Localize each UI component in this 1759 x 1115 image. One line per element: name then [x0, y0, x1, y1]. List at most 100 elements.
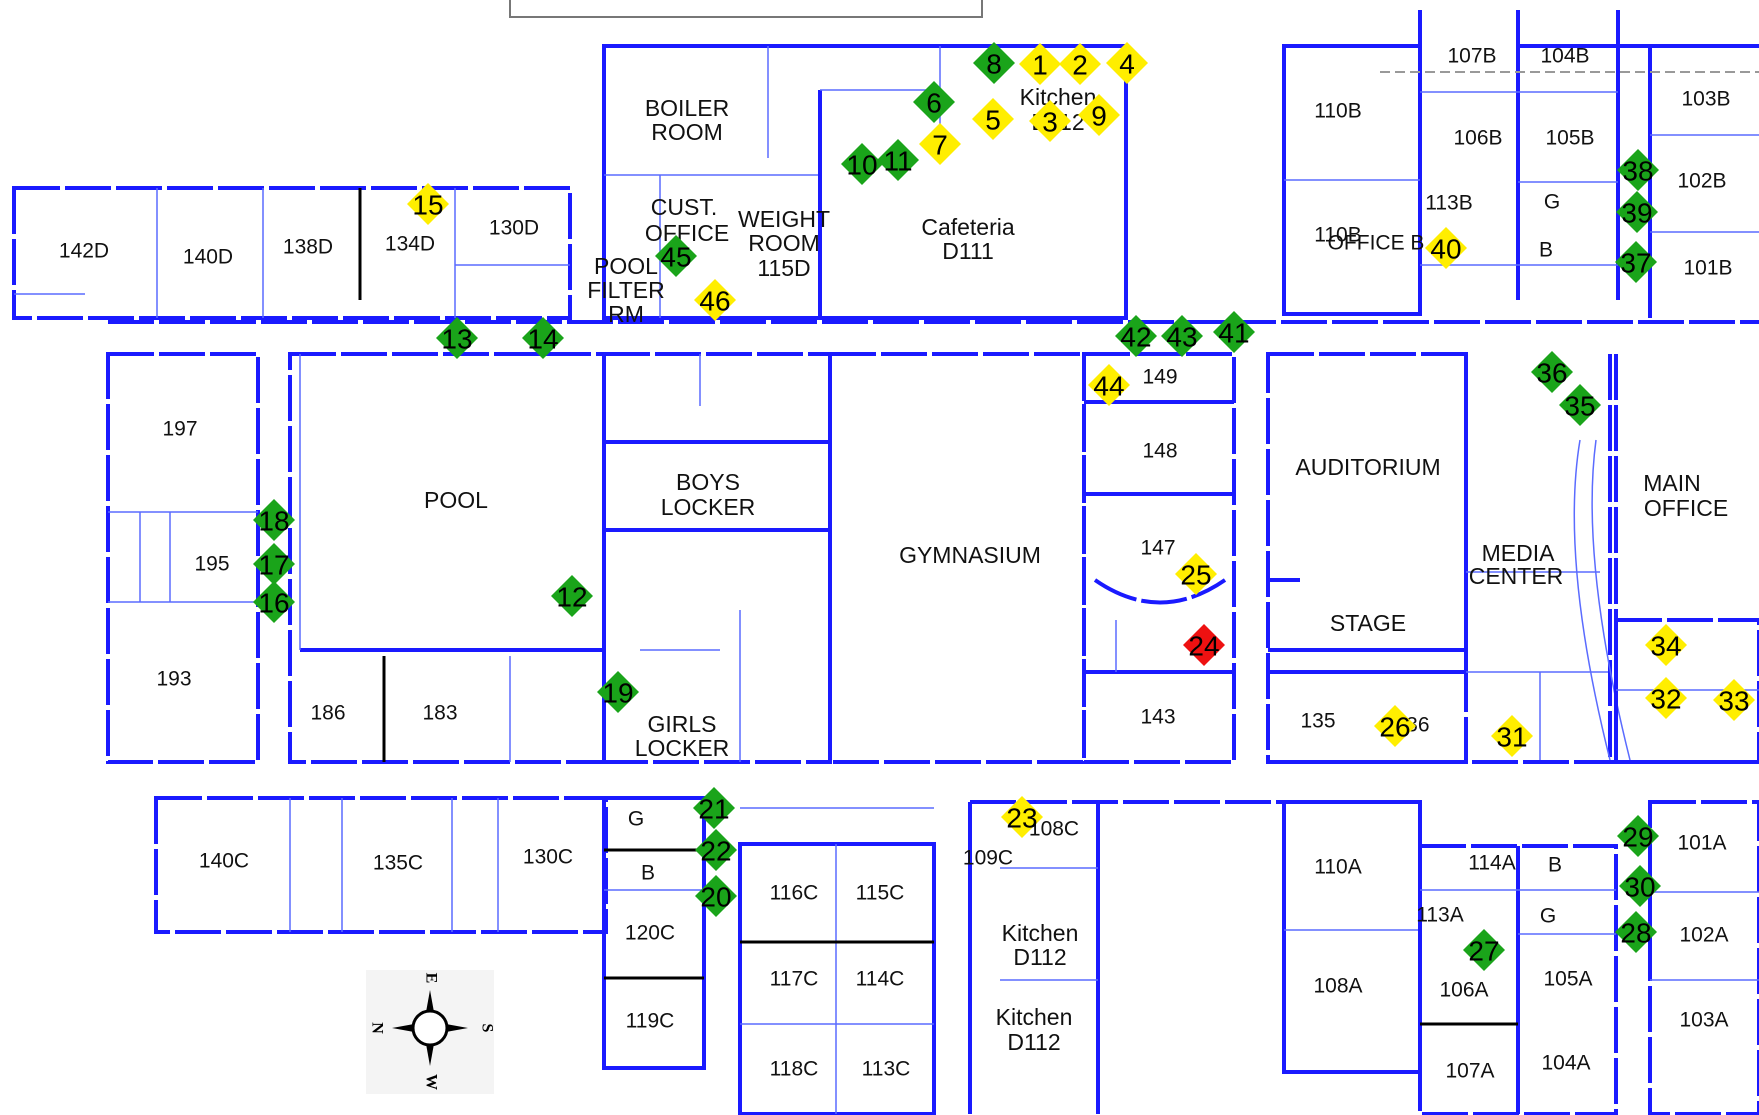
sensor-marker-8[interactable]: 8 — [973, 42, 1015, 84]
sensor-marker-26[interactable]: 26 — [1374, 705, 1416, 747]
room-label-gym: GYMNASIUM — [899, 542, 1041, 568]
sensor-marker-25[interactable]: 25 — [1175, 553, 1217, 595]
sensor-marker-9[interactable]: 9 — [1078, 94, 1120, 136]
room-label-140c: 140C — [199, 850, 249, 873]
room-label-caf2: D111 — [942, 238, 994, 264]
marker-number: 10 — [846, 150, 877, 181]
sensor-marker-13[interactable]: 13 — [436, 317, 478, 359]
sensor-marker-4[interactable]: 4 — [1106, 42, 1148, 84]
sensor-marker-18[interactable]: 18 — [253, 499, 295, 541]
room-label-143: 143 — [1140, 706, 1175, 729]
marker-number: 15 — [412, 190, 443, 221]
marker-number: 18 — [258, 506, 289, 537]
sensor-marker-41[interactable]: 41 — [1213, 311, 1255, 353]
marker-number: 5 — [985, 105, 1001, 136]
marker-diamond-icon — [253, 581, 295, 623]
marker-diamond-icon — [1029, 100, 1071, 142]
marker-number: 12 — [556, 582, 587, 613]
room-label-102a: 102A — [1679, 924, 1728, 947]
sensor-marker-44[interactable]: 44 — [1088, 364, 1130, 406]
marker-number: 21 — [698, 794, 729, 825]
room-label-weight3: 115D — [757, 255, 810, 281]
sensor-marker-28[interactable]: 28 — [1615, 911, 1657, 953]
room-label-bb: B — [1539, 239, 1553, 262]
sensor-marker-36[interactable]: 36 — [1531, 351, 1573, 393]
marker-number: 44 — [1093, 371, 1124, 402]
sensor-marker-39[interactable]: 39 — [1616, 191, 1658, 233]
sensor-marker-40[interactable]: 40 — [1425, 227, 1467, 269]
sensor-marker-34[interactable]: 34 — [1645, 624, 1687, 666]
sensor-marker-22[interactable]: 22 — [695, 829, 737, 871]
sensor-marker-16[interactable]: 16 — [253, 581, 295, 623]
sensor-marker-30[interactable]: 30 — [1619, 865, 1661, 907]
room-label-stage: STAGE — [1330, 610, 1406, 636]
marker-number: 26 — [1379, 712, 1410, 743]
marker-diamond-icon — [551, 575, 593, 617]
marker-diamond-icon — [1616, 191, 1658, 233]
sensor-marker-27[interactable]: 27 — [1463, 929, 1505, 971]
room-label-boys1: BOYS — [676, 469, 740, 495]
marker-diamond-icon — [1645, 624, 1687, 666]
sensor-marker-31[interactable]: 31 — [1491, 715, 1533, 757]
room-label-105a: 105A — [1543, 968, 1592, 991]
sensor-marker-24[interactable]: 24 — [1183, 624, 1225, 666]
room-label-105b: 105B — [1545, 127, 1594, 150]
room-label-134d: 134D — [385, 233, 435, 256]
sensor-marker-45[interactable]: 45 — [655, 235, 697, 277]
sensor-marker-29[interactable]: 29 — [1617, 815, 1659, 857]
marker-diamond-icon — [1425, 227, 1467, 269]
sensor-marker-35[interactable]: 35 — [1559, 384, 1601, 426]
marker-number: 40 — [1430, 234, 1461, 265]
marker-number: 35 — [1564, 391, 1595, 422]
sensor-marker-6[interactable]: 6 — [913, 81, 955, 123]
marker-number: 19 — [602, 678, 633, 709]
room-label-cust2: OFFICE — [645, 220, 729, 246]
room-label-193: 193 — [156, 668, 191, 691]
sensor-marker-33[interactable]: 33 — [1713, 679, 1755, 721]
marker-diamond-icon — [1161, 315, 1203, 357]
sensor-marker-21[interactable]: 21 — [693, 787, 735, 829]
sensor-marker-38[interactable]: 38 — [1617, 149, 1659, 191]
marker-number: 14 — [527, 324, 558, 355]
sensor-marker-19[interactable]: 19 — [597, 671, 639, 713]
sensor-marker-15[interactable]: 15 — [407, 183, 449, 225]
marker-number: 25 — [1180, 560, 1211, 591]
room-label-113c: 113C — [862, 1058, 911, 1081]
sensor-marker-5[interactable]: 5 — [972, 98, 1014, 140]
marker-number: 31 — [1496, 722, 1527, 753]
marker-number: 1 — [1032, 50, 1048, 81]
search-box[interactable] — [509, 0, 983, 18]
marker-diamond-icon — [841, 143, 883, 185]
room-label-ba: B — [1548, 854, 1562, 877]
sensor-marker-42[interactable]: 42 — [1115, 315, 1157, 357]
sensor-marker-23[interactable]: 23 — [1001, 796, 1043, 838]
compass-rose-icon — [392, 990, 468, 1066]
marker-diamond-icon — [1213, 311, 1255, 353]
sensor-marker-46[interactable]: 46 — [694, 279, 736, 321]
marker-number: 28 — [1620, 918, 1651, 949]
marker-number: 45 — [660, 242, 691, 273]
sensor-marker-37[interactable]: 37 — [1615, 241, 1657, 283]
room-label-130d: 130D — [489, 217, 539, 240]
marker-diamond-icon — [919, 123, 961, 165]
sensor-marker-10[interactable]: 10 — [841, 143, 883, 185]
sensor-marker-32[interactable]: 32 — [1645, 677, 1687, 719]
sensor-marker-2[interactable]: 2 — [1059, 43, 1101, 85]
sensor-marker-7[interactable]: 7 — [919, 123, 961, 165]
sensor-marker-3[interactable]: 3 — [1029, 100, 1071, 142]
marker-number: 30 — [1624, 872, 1655, 903]
sensor-marker-12[interactable]: 12 — [551, 575, 593, 617]
sensor-marker-17[interactable]: 17 — [253, 543, 295, 585]
sensor-marker-11[interactable]: 11 — [877, 139, 919, 181]
sensor-marker-14[interactable]: 14 — [522, 317, 564, 359]
marker-number: 9 — [1091, 101, 1107, 132]
room-label-113a: 113A — [1416, 904, 1464, 927]
marker-number: 33 — [1718, 686, 1749, 717]
room-label-101a: 101A — [1677, 832, 1726, 855]
marker-number: 7 — [932, 130, 948, 161]
sensor-marker-43[interactable]: 43 — [1161, 315, 1203, 357]
room-label-135: 135 — [1300, 710, 1335, 733]
sensor-marker-20[interactable]: 20 — [695, 875, 737, 917]
marker-diamond-icon — [522, 317, 564, 359]
sensor-marker-1[interactable]: 1 — [1019, 43, 1061, 85]
